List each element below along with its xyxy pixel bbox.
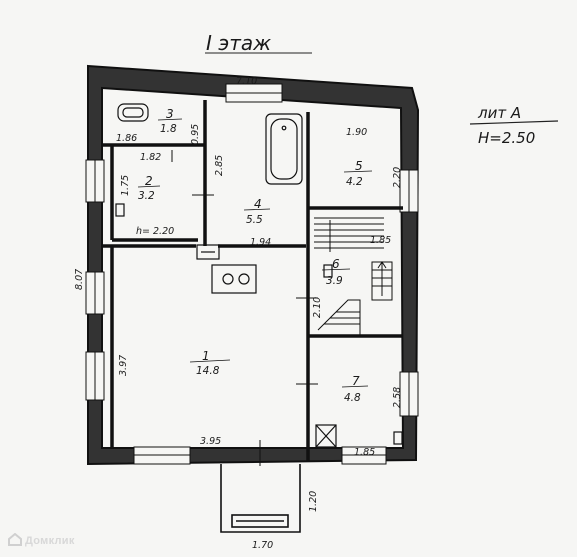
room-number: 5 [355, 159, 363, 173]
fixture-icons [115, 203, 403, 445]
svg-text:1.20: 1.20 [308, 491, 319, 512]
svg-text:1.85: 1.85 [354, 447, 375, 458]
dim-left: 8.07 [74, 269, 85, 290]
stamp-rule [469, 120, 559, 125]
room-number: 1 [202, 349, 210, 363]
bathtub-icon [265, 113, 303, 185]
room-number: 7 [352, 374, 360, 388]
svg-text:0.95: 0.95 [190, 124, 201, 145]
room-area: 3.2 [138, 190, 155, 202]
room-area: 5.5 [246, 214, 263, 226]
svg-text:2.10: 2.10 [312, 297, 323, 318]
entrance-porch [220, 464, 301, 533]
watermark: Домклик [8, 533, 75, 547]
stamp-height: H=2.50 [478, 129, 535, 147]
room-labels: 1 14.8 2 3.2 3 1.8 4 5.5 5 4.2 6 3.9 7 4… [137, 107, 373, 404]
room-number: 2 [145, 174, 153, 188]
room-area: 3.9 [326, 275, 343, 287]
svg-text:h= 2.20: h= 2.20 [136, 226, 174, 237]
dim-top: 7.10 [236, 76, 257, 87]
svg-text:3.97: 3.97 [118, 355, 129, 376]
svg-text:1.94: 1.94 [250, 237, 271, 248]
wall-fill [88, 66, 418, 464]
room-number: 6 [332, 257, 340, 271]
svg-text:3.95: 3.95 [200, 436, 221, 447]
watermark-text: Домклик [25, 535, 75, 547]
windows [85, 83, 419, 465]
svg-text:1.90: 1.90 [346, 127, 367, 138]
boiler-icon [315, 424, 337, 448]
floor-title: I этаж [206, 31, 271, 55]
svg-text:2.58: 2.58 [392, 387, 403, 408]
staircase-icon [314, 217, 393, 336]
room-number: 3 [166, 107, 174, 121]
svg-text:1.70: 1.70 [252, 540, 273, 551]
house-logo-icon [8, 533, 22, 546]
svg-text:2.85: 2.85 [214, 155, 225, 176]
svg-text:1.75: 1.75 [120, 175, 131, 196]
svg-text:1.85: 1.85 [370, 235, 391, 246]
svg-text:2.20: 2.20 [392, 167, 403, 188]
room-number: 4 [254, 197, 262, 211]
dimensions: 1.86 0.95 1.82 1.75 2.85 1.94 1.90 2.20 … [116, 124, 403, 551]
toilet-icon [117, 103, 149, 122]
svg-text:1.82: 1.82 [140, 152, 161, 163]
stamp-lit: лит А [477, 104, 521, 122]
room-area: 4.2 [346, 176, 363, 188]
svg-text:1.86: 1.86 [116, 133, 137, 144]
room-area: 4.8 [344, 392, 361, 404]
room-area: 1.8 [160, 123, 177, 135]
room-area: 14.8 [196, 365, 220, 377]
partitions [102, 100, 403, 462]
stove-icon [196, 244, 257, 294]
